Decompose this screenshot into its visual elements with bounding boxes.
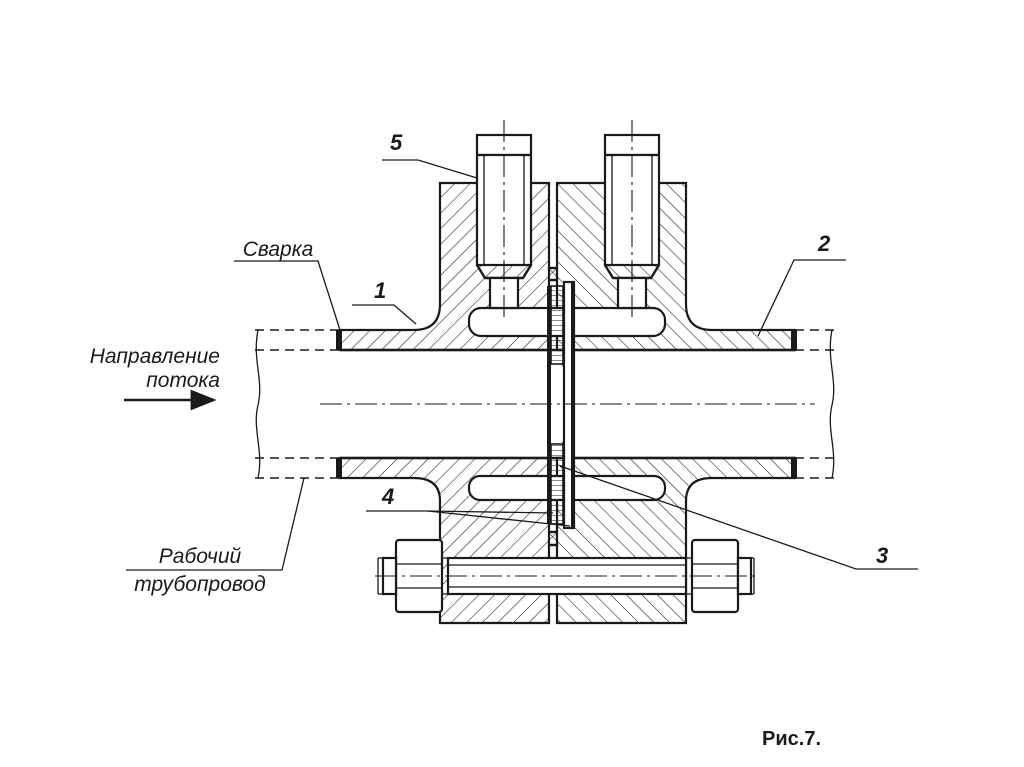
weld-seams: [336, 330, 797, 478]
gasket-left: [547, 286, 551, 524]
leader-lines: [126, 159, 918, 571]
figure-caption: Рис.7.: [762, 728, 821, 750]
flow-direction-label-line2: потока: [146, 369, 220, 392]
centerlines: [320, 403, 815, 577]
working-pipeline: [255, 329, 835, 479]
callout-1: 1: [374, 278, 386, 303]
welding-label: Сварка: [243, 238, 314, 261]
pipeline-label-line2: трубопровод: [134, 573, 265, 596]
flow-direction-label-line1: Направление: [90, 345, 220, 368]
pressure-tap-right: [603, 120, 661, 320]
pressure-tap-left: [475, 120, 533, 320]
callout-2: 2: [817, 231, 831, 256]
callout-3: 3: [876, 543, 888, 568]
callout-4: 4: [381, 484, 394, 509]
gasket-right: [562, 280, 576, 530]
callout-5: 5: [390, 130, 403, 155]
pipeline-label-line1: Рабочий: [159, 545, 242, 568]
